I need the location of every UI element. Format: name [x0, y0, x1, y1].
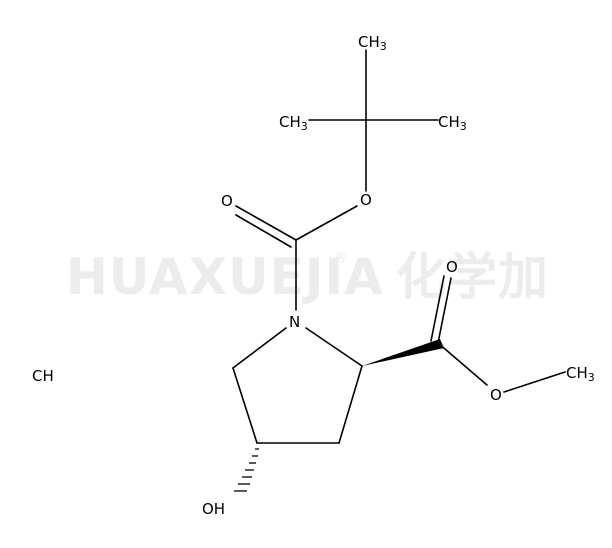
bond-ester-carbonyl-2	[430, 275, 445, 342]
bond-ester-o-ch3	[503, 371, 566, 393]
atom-oh: OH	[202, 500, 225, 518]
atom-n: N	[289, 313, 300, 331]
atom-o-carbonyl-boc: O	[221, 192, 233, 210]
bond-c5-c4	[232, 367, 258, 444]
atom-o-ether: O	[360, 191, 372, 209]
atom-o-carbonyl-ester: O	[446, 258, 458, 276]
atom-ch3-ester: CH3	[566, 364, 595, 384]
bond-ester-carbonyl-1	[437, 277, 452, 344]
bond-c3-c2	[338, 365, 363, 444]
hcl-label: CH	[32, 367, 54, 385]
watermark-latin: HUAXUEJIA	[66, 248, 384, 306]
atom-ch3-right: CH3	[438, 113, 467, 133]
bonds	[232, 49, 566, 444]
atom-labels: CH3 CH3 CH3 O O N O O CH3 OH CH	[32, 33, 595, 518]
watermark-registered-mark: ®	[334, 250, 348, 266]
atom-o-ester: O	[490, 386, 502, 404]
wedge-bond-c2-ester	[362, 339, 444, 366]
bond-boc-carbonyl-1	[235, 205, 297, 241]
bond-boc-carbonyl-2	[235, 214, 292, 248]
bond-n-c5	[232, 327, 287, 369]
atom-ch3-left: CH3	[279, 113, 308, 133]
atom-ch3-top: CH3	[358, 33, 387, 53]
bond-ester-c-o	[437, 342, 488, 386]
hashed-bond-c4-oh	[234, 448, 259, 492]
watermark-chinese: 化学加	[396, 248, 549, 306]
bond-o-ether-carbonyl	[295, 205, 358, 241]
bond-c2-n	[305, 327, 363, 367]
watermark: HUAXUEJIA ® 化学加	[66, 248, 549, 306]
